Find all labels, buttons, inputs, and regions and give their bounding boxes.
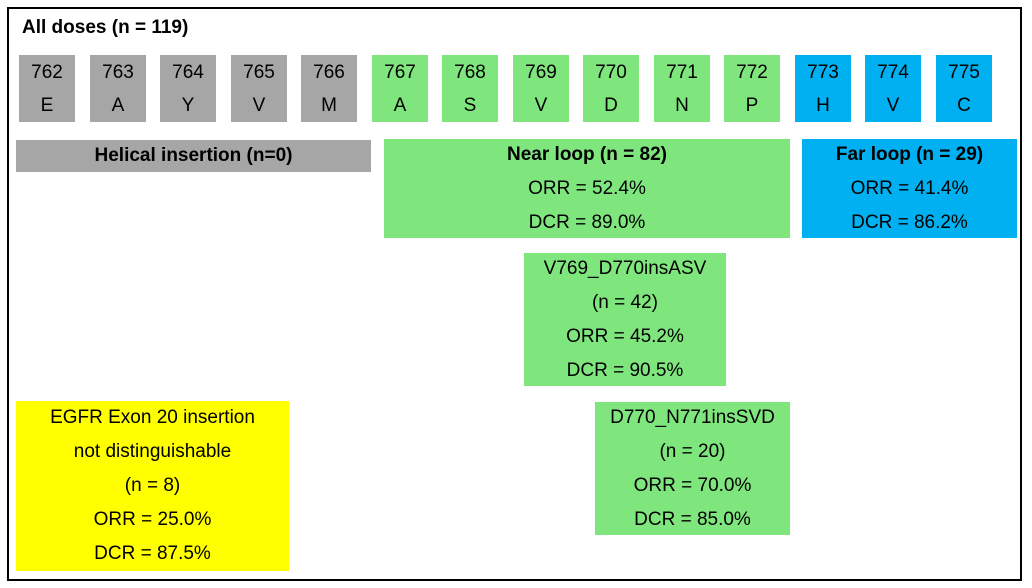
residue-number: 771 [666,61,698,83]
residue-amino-acid: P [745,94,759,116]
d770-n: (n = 20) [659,440,726,462]
residue-amino-acid: A [393,94,407,116]
residue-amino-acid: V [534,94,548,116]
near-loop-orr: ORR = 52.4% [528,177,646,199]
residue-number: 767 [384,61,416,83]
residue-amino-acid: D [604,94,618,116]
residue-amino-acid: Y [181,94,195,116]
residue-number: 766 [313,61,345,83]
far-loop-orr: ORR = 41.4% [850,177,969,199]
helical-insertion-box: Helical insertion (n=0) [16,140,371,172]
residue-amino-acid: A [111,94,125,116]
exon20-orr: ORR = 25.0% [93,509,212,530]
residue-number: 772 [736,61,768,83]
residue-amino-acid: V [886,94,900,116]
near-loop-dcr: DCR = 89.0% [528,211,646,233]
residue-number: 764 [172,61,204,83]
v769-d770insasv-box: V769_D770insASV (n = 42) ORR = 45.2% DCR… [524,253,726,386]
helical-insertion-label: Helical insertion (n=0) [94,145,293,166]
d770-n771inssvd-box: D770_N771insSVD (n = 20) ORR = 70.0% DCR… [595,402,790,535]
residue-number: 773 [807,61,839,83]
exon20-dcr: DCR = 87.5% [94,543,211,564]
d770-dcr: DCR = 85.0% [634,508,751,530]
diagram-frame [7,7,1022,581]
exon20-line2: not distinguishable [73,441,232,462]
residue-amino-acid: H [816,94,830,116]
residue-number: 762 [31,61,63,83]
residue-number: 774 [877,61,909,83]
residue-number: 765 [243,61,275,83]
residue-number: 775 [948,61,980,83]
far-loop-dcr: DCR = 86.2% [851,211,968,233]
exon20-line1: EGFR Exon 20 insertion [50,407,255,428]
residue-number: 768 [454,61,486,83]
d770-orr: ORR = 70.0% [633,474,752,496]
residue-amino-acid: C [957,94,971,116]
v769-n: (n = 42) [591,291,658,313]
residue-amino-acid: V [252,94,266,116]
residue-amino-acid: E [40,94,54,116]
v769-orr: ORR = 45.2% [566,325,684,347]
near-loop-label: Near loop (n = 82) [507,143,667,165]
near-loop-box: Near loop (n = 82) ORR = 52.4% DCR = 89.… [384,139,790,238]
exon20-n: (n = 8) [124,475,181,496]
residue-amino-acid: M [321,94,337,116]
exon20-not-distinguishable-box: EGFR Exon 20 insertion not distinguishab… [16,401,289,571]
residue-number: 770 [595,61,627,83]
diagram-title: All doses (n = 119) [22,17,189,38]
v769-dcr: DCR = 90.5% [566,359,684,381]
residue-number: 769 [525,61,557,83]
residue-amino-acid: N [675,94,689,116]
d770-label: D770_N771insSVD [610,406,775,428]
residue-number: 763 [102,61,134,83]
far-loop-label: Far loop (n = 29) [835,143,984,165]
residue-amino-acid: S [463,94,477,116]
v769-label: V769_D770insASV [543,257,707,279]
far-loop-box: Far loop (n = 29) ORR = 41.4% DCR = 86.2… [802,139,1017,238]
